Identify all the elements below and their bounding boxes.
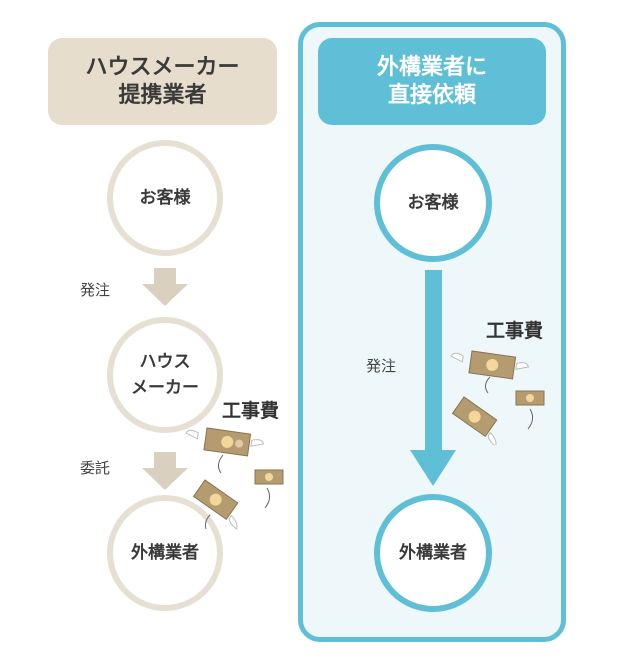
right-contractor-circle: 外構業者	[374, 494, 492, 612]
left-contractor-label: 外構業者	[131, 543, 199, 563]
housemaker-line2: メーカー	[131, 378, 199, 398]
right-order-label: 発注	[366, 357, 397, 375]
left-arrow-down-icon	[142, 268, 188, 306]
housemaker-line1: ハウス	[139, 352, 191, 372]
left-customer-label: お客様	[139, 188, 191, 208]
right-title-line2: 直接依頼	[387, 82, 476, 108]
right-arrow-down-icon	[410, 270, 456, 486]
right-contractor-label: 外構業者	[399, 543, 467, 563]
left-contractor-circle: 外構業者	[107, 495, 223, 611]
left-title-line2: 提携業者	[118, 82, 207, 108]
flying-money-icon	[185, 427, 284, 530]
left-arrow-down-icon-2	[142, 452, 188, 490]
right-customer-circle: お客様	[374, 144, 492, 262]
right-title-line1: 外構業者に	[376, 54, 487, 80]
left-title-line1: ハウスメーカー	[85, 54, 240, 80]
left-order-label: 発注	[80, 281, 111, 299]
right-fee-label: 工事費	[486, 320, 544, 342]
right-customer-label: お客様	[407, 193, 459, 213]
left-fee-label: 工事費	[222, 400, 280, 422]
left-customer-circle: お客様	[107, 140, 223, 256]
left-commission-label: 委託	[80, 459, 111, 477]
left-housemaker-circle: ハウスメーカー	[107, 317, 223, 433]
left-header: ハウスメーカー提携業者	[48, 38, 277, 125]
flying-money-icon	[450, 350, 545, 445]
right-header: 外構業者に直接依頼	[318, 38, 546, 125]
